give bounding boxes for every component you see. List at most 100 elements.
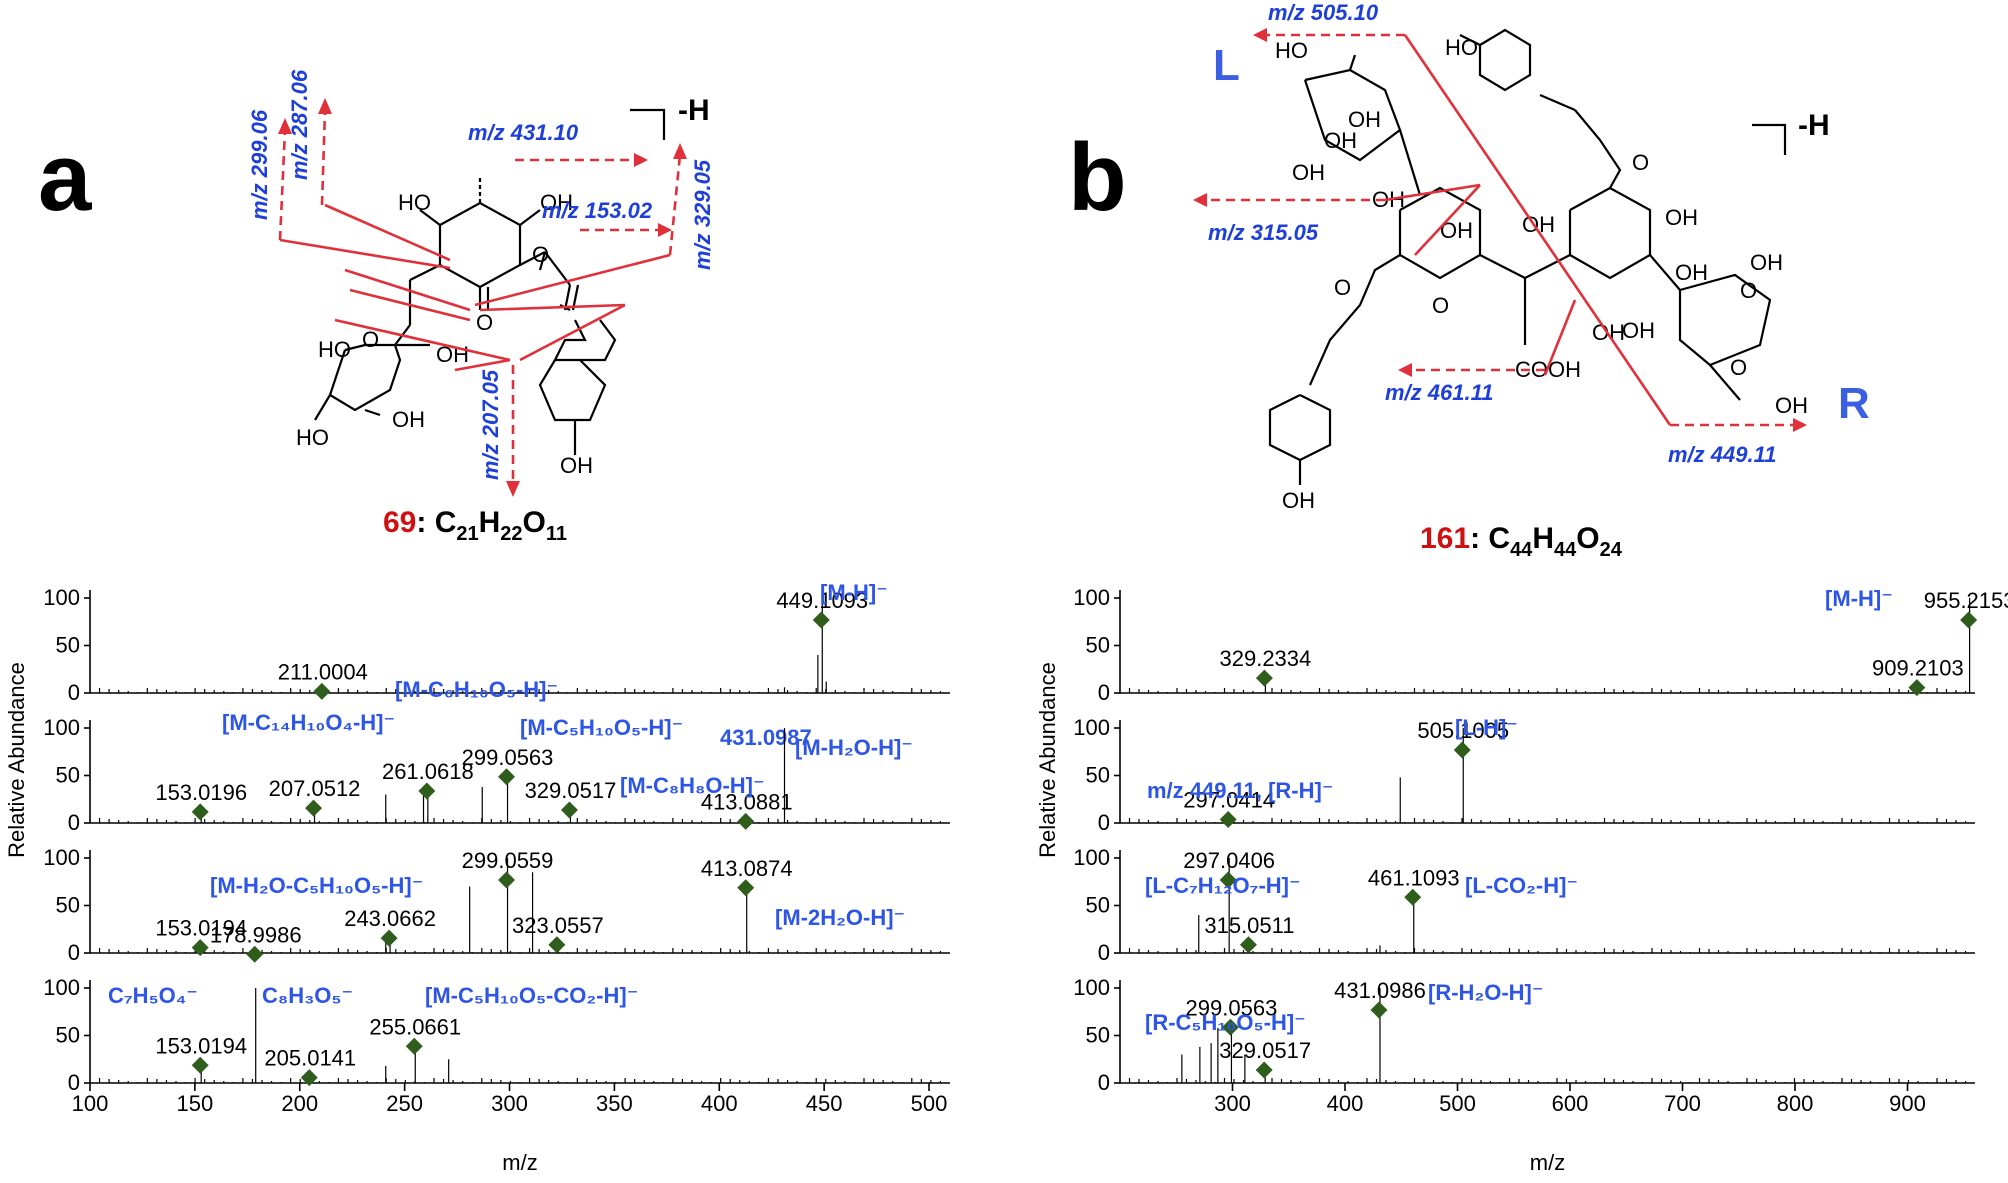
- precursor-diamond: [191, 1056, 209, 1074]
- ion-annotation: C₈H₃O₅⁻: [262, 983, 353, 1008]
- peak-label: 449.1093: [776, 588, 868, 613]
- ion-annotation: [M-H]⁻: [1825, 586, 1893, 611]
- ion-annotation: [M-C₅H₁₀O₅-CO₂-H]⁻: [425, 983, 638, 1008]
- peak-label: 299.0563: [462, 745, 554, 770]
- atom-a-4: HO: [318, 337, 351, 362]
- atom-b-1: HO: [1445, 35, 1478, 60]
- y-tick-label: 50: [1086, 893, 1110, 918]
- mz-label-b-505: m/z 505.10: [1268, 0, 1379, 25]
- y-tick-label: 0: [68, 940, 80, 965]
- y-axis-label: Relative Abundance: [1035, 662, 1060, 858]
- x-tick-label: 400: [1327, 1091, 1364, 1116]
- precursor-diamond: [737, 812, 755, 830]
- x-tick-label: 900: [1889, 1091, 1926, 1116]
- peak-label: 207.0512: [269, 776, 361, 801]
- atom-a-1: OH: [540, 190, 573, 215]
- mz-label-a-207: m/z 207.05: [478, 369, 503, 480]
- y-tick-label: 100: [1073, 585, 1110, 610]
- peak-label: 299.0563: [1186, 995, 1278, 1020]
- peak-label: 153.0194: [155, 1033, 247, 1058]
- y-tick-label: 100: [1073, 975, 1110, 1000]
- peak-label: 329.0517: [525, 778, 617, 803]
- peak-label: 461.1093: [1368, 865, 1460, 890]
- x-tick-label: 150: [177, 1091, 214, 1116]
- peak-label: 955.2153: [1924, 588, 2008, 613]
- ion-annotation: [R-C₅H₁₀O₅-H]⁻: [1145, 1010, 1306, 1035]
- atom-b-18: O: [1730, 355, 1747, 380]
- y-tick-label: 100: [43, 845, 80, 870]
- peak-label: 329.2334: [1220, 646, 1312, 671]
- precursor-diamond: [1960, 611, 1978, 629]
- precursor-diamond: [1453, 741, 1471, 759]
- x-axis-label: m/z: [1530, 1150, 1565, 1175]
- peak-label: 261.0618: [382, 759, 474, 784]
- y-tick-label: 0: [1098, 810, 1110, 835]
- y-tick-label: 0: [68, 810, 80, 835]
- y-tick-label: 50: [1086, 633, 1110, 658]
- panel-letter-a: a: [38, 124, 92, 231]
- atom-b-8: O: [1334, 275, 1351, 300]
- charge-label-b: -H: [1798, 109, 1830, 142]
- ion-annotation: [M-H₂O-H]⁻: [795, 735, 913, 760]
- atom-a-3: O: [532, 242, 549, 267]
- atom-b-14: OH: [1622, 318, 1655, 343]
- y-tick-label: 0: [68, 1070, 80, 1095]
- y-tick-label: 50: [56, 1023, 80, 1048]
- label-L: L: [1213, 41, 1240, 90]
- y-tick-label: 100: [43, 585, 80, 610]
- precursor-diamond: [1221, 1018, 1239, 1036]
- y-tick-label: 0: [1098, 1070, 1110, 1095]
- x-tick-label: 800: [1777, 1091, 1814, 1116]
- precursor-diamond: [418, 782, 436, 800]
- ion-annotation: [L-H]⁻: [1455, 715, 1518, 740]
- atom-a-8: OH: [392, 407, 425, 432]
- y-tick-label: 50: [56, 763, 80, 788]
- precursor-diamond: [1219, 871, 1237, 889]
- ion-annotation: [M-C₆H₁₀O₅-H]⁻: [395, 677, 558, 702]
- atom-b-13: O: [1740, 278, 1757, 303]
- mz-label-a-287: m/z 287.06: [287, 69, 312, 180]
- precursor-diamond: [246, 945, 264, 963]
- ion-annotation: 431.0987: [720, 725, 812, 750]
- charge-label-a: -H: [678, 94, 710, 127]
- precursor-diamond: [1255, 669, 1273, 687]
- structure-a: a HO OH O O HO O OH HO OH: [38, 69, 715, 545]
- mz-label-a-431: m/z 431.10: [468, 120, 579, 145]
- compound-caption-a: 69: C21H22O11: [383, 506, 567, 545]
- ion-annotation: [M-H]⁻: [820, 580, 888, 605]
- x-tick-label: 700: [1664, 1091, 1701, 1116]
- y-axis-label: Relative Abundance: [4, 662, 29, 858]
- peak-label: 297.0406: [1183, 848, 1275, 873]
- atom-b-4: OH: [1292, 160, 1325, 185]
- peak-label: 205.0141: [264, 1046, 356, 1071]
- ion-annotation: C₇H₅O₄⁻: [108, 983, 198, 1008]
- y-tick-label: 100: [43, 975, 80, 1000]
- x-tick-label: 600: [1552, 1091, 1589, 1116]
- peak-label: 297.0414: [1183, 788, 1275, 813]
- precursor-diamond: [191, 803, 209, 821]
- peak-label: 255.0661: [369, 1014, 461, 1039]
- structure-b: b L R HO HO OH OH OH OH OH OH O: [1068, 0, 1870, 561]
- ion-annotation: [R-H₂O-H]⁻: [1428, 980, 1543, 1005]
- spectrum-0-0: 050100211.0004449.1093[M-H]⁻[M-C₆H₁₀O₅-H…: [43, 580, 950, 750]
- ion-annotation: [M-H₂O-C₅H₁₀O₅-H]⁻: [210, 873, 423, 898]
- y-tick-label: 50: [1086, 763, 1110, 788]
- atom-b-0: HO: [1275, 38, 1308, 63]
- ion-annotation: [L-CO₂-H]⁻: [1465, 873, 1578, 898]
- y-tick-label: 50: [1086, 1023, 1110, 1048]
- precursor-diamond: [313, 682, 331, 700]
- ion-annotation: [M-2H₂O-H]⁻: [775, 905, 905, 930]
- atom-b-2: OH: [1348, 107, 1381, 132]
- ion-annotation: [M-C₅H₁₀O₅-H]⁻: [520, 715, 683, 740]
- precursor-diamond: [1219, 811, 1237, 828]
- atom-a-0: HO: [398, 190, 431, 215]
- x-tick-label: 300: [1214, 1091, 1251, 1116]
- label-R: R: [1838, 379, 1870, 428]
- x-tick-label: 250: [386, 1091, 423, 1116]
- mz-label-a-299: m/z 299.06: [247, 109, 272, 220]
- ion-annotation: [M-C₈H₈O-H]⁻: [620, 773, 765, 798]
- precursor-diamond: [305, 799, 323, 817]
